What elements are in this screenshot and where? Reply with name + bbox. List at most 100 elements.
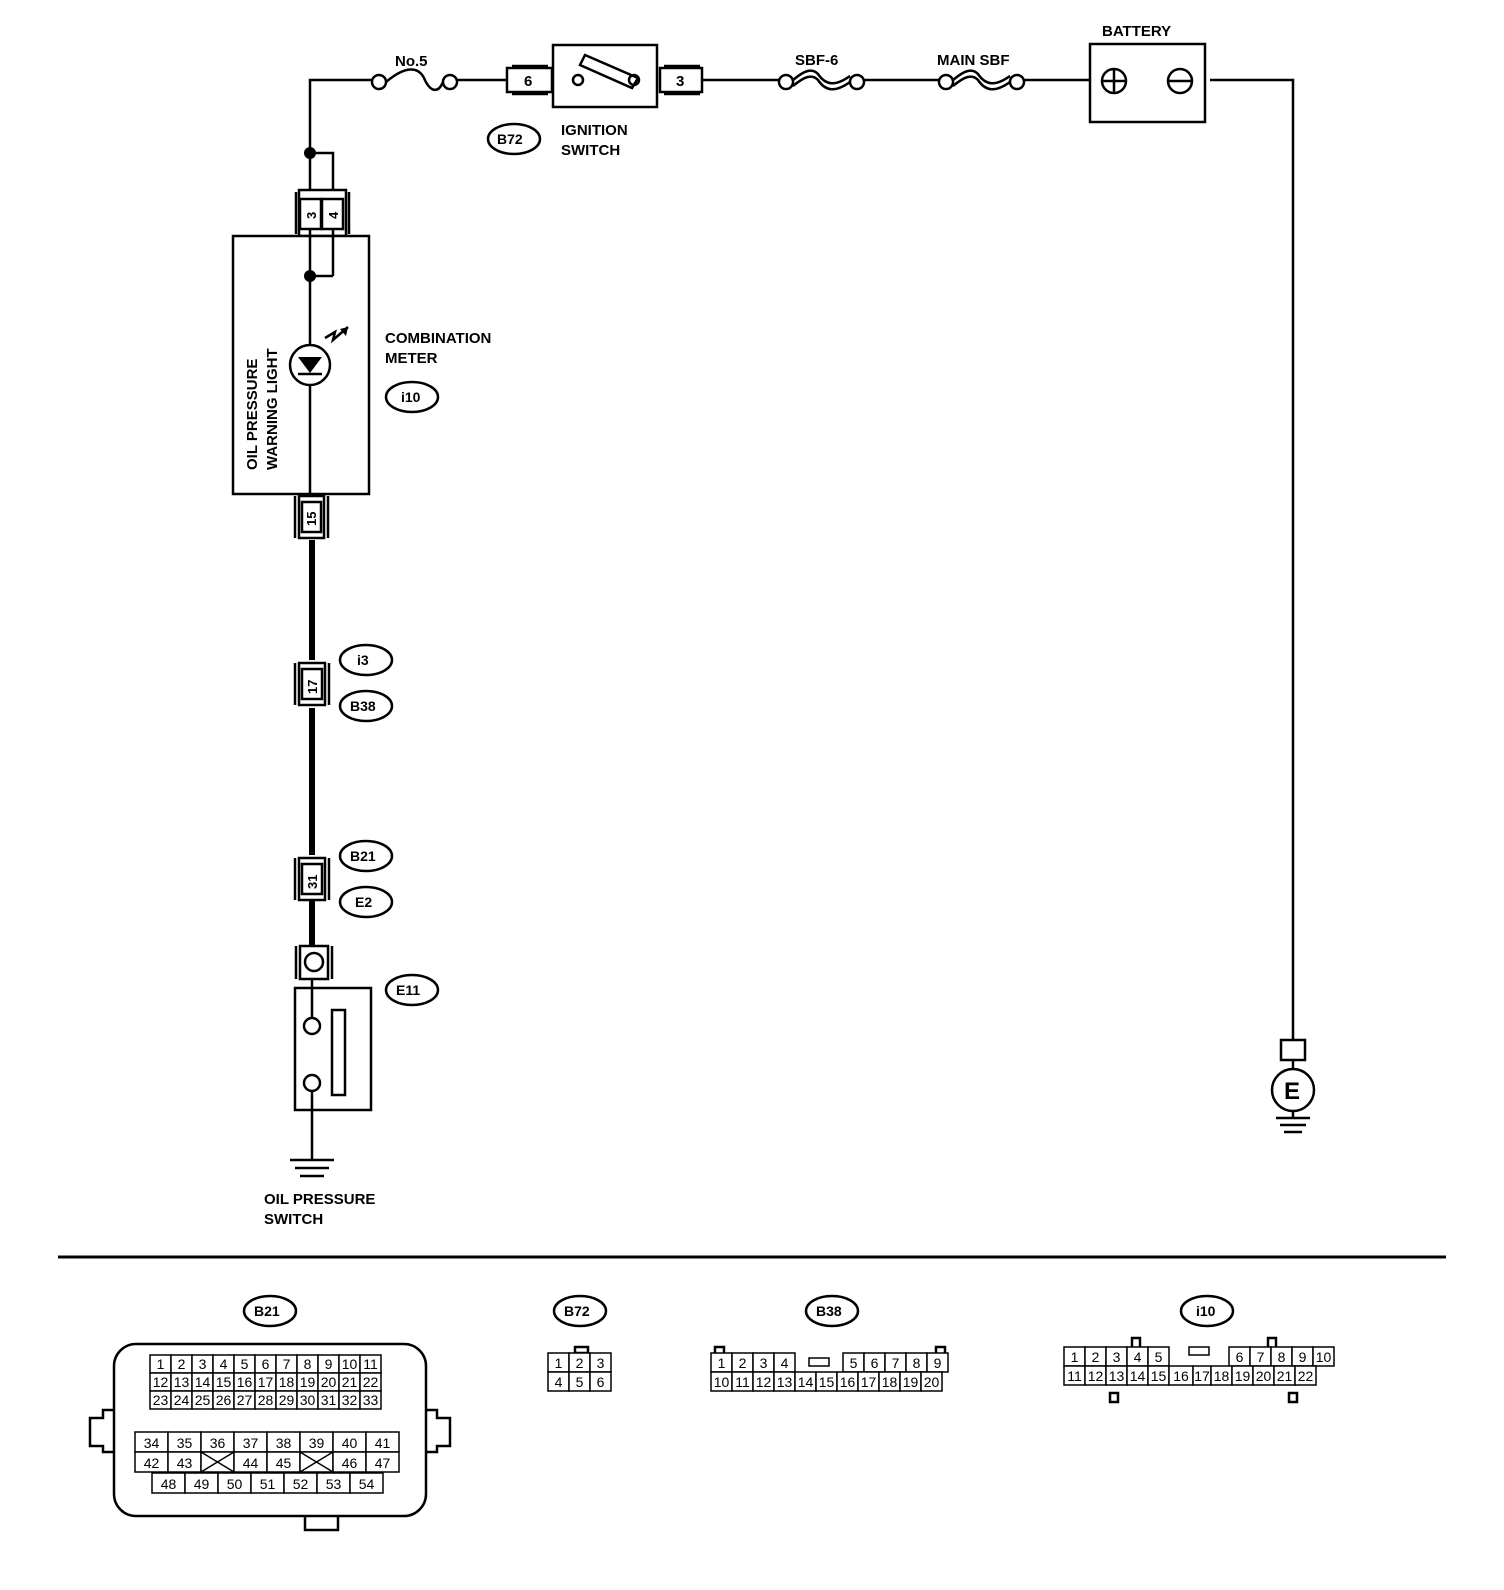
pin-number: 51	[260, 1476, 276, 1492]
pin-cell: 8	[905, 1352, 928, 1373]
meter-pin-b: 4	[326, 211, 341, 219]
b21-e2-pin: 31	[305, 875, 320, 889]
pin-cell: 9	[926, 1352, 949, 1373]
pin-cell: 36	[200, 1431, 235, 1453]
pin-cell: 11	[1063, 1365, 1086, 1386]
pin-cell: 14	[191, 1372, 214, 1392]
pin-cell: 2	[568, 1352, 591, 1373]
pin-number: 1	[157, 1356, 165, 1372]
pin-number: 1	[555, 1355, 563, 1371]
pin-number: 23	[153, 1392, 169, 1408]
pin-cell: 12	[149, 1372, 172, 1392]
fuse-main-sbf: MAIN SBF	[937, 52, 1026, 91]
pin-number: 3	[1113, 1349, 1121, 1365]
pin-cell: 22	[1294, 1365, 1317, 1386]
pin-cell: 7	[275, 1354, 298, 1374]
pin-number: 16	[1173, 1368, 1189, 1384]
pin-cell: 21	[1273, 1365, 1296, 1386]
pin-cell: 29	[275, 1390, 298, 1410]
pin-number: 2	[739, 1355, 747, 1371]
pin-cell: 24	[170, 1390, 193, 1410]
i3-b38-pin: 17	[305, 680, 320, 694]
pin-number: 54	[359, 1476, 375, 1492]
pin-number: 3	[597, 1355, 605, 1371]
pin-number: 50	[227, 1476, 243, 1492]
pin-cell: 17	[1192, 1365, 1212, 1386]
pin-cell: 4	[212, 1354, 235, 1374]
pin-number: 8	[913, 1355, 921, 1371]
pin-number: 17	[861, 1374, 877, 1390]
pin-number: 44	[243, 1455, 259, 1471]
pin-cell: 35	[167, 1431, 202, 1453]
pin-number: 4	[220, 1356, 228, 1372]
pin-number: 43	[177, 1455, 193, 1471]
pin-number: 2	[178, 1356, 186, 1372]
pin-number: 14	[195, 1374, 211, 1390]
pin-number: 35	[177, 1435, 193, 1451]
pin-number: 1	[718, 1355, 726, 1371]
pin-cell: 44	[233, 1451, 268, 1473]
ign-pin-out: 3	[676, 73, 684, 90]
pin-number: 13	[174, 1374, 190, 1390]
pin-cell: 49	[184, 1472, 219, 1494]
connector-i3-b38: 17 i3 B38	[293, 643, 394, 723]
pin-cell: 6	[254, 1354, 277, 1374]
pin-cell: 51	[250, 1472, 285, 1494]
fuse-no5-label: No.5	[395, 53, 428, 70]
pin-cell: 16	[836, 1371, 859, 1392]
pin-cell: 19	[1231, 1365, 1254, 1386]
pin-number: 25	[195, 1392, 211, 1408]
pin-number: 12	[756, 1374, 772, 1390]
tag-i3: i3	[357, 652, 369, 668]
pin-cell: 10	[710, 1371, 733, 1392]
warning-light-label-2: WARNING LIGHT	[264, 348, 281, 470]
pin-number: 36	[210, 1435, 226, 1451]
pin-number: 34	[144, 1435, 160, 1451]
pin-cell: 16	[233, 1372, 256, 1392]
ground-e: E	[1270, 1038, 1316, 1134]
pin-cell: 30	[296, 1390, 319, 1410]
pin-number: 16	[840, 1374, 856, 1390]
pin-cell: 17	[857, 1371, 880, 1392]
pin-number: 10	[342, 1356, 358, 1372]
pin-cell: 26	[212, 1390, 235, 1410]
pin-cell: 20	[1252, 1365, 1275, 1386]
pin-cell: 16	[1168, 1365, 1194, 1386]
warning-light-label-1: OIL PRESSURE	[244, 359, 261, 470]
pin-cell: 5	[568, 1371, 591, 1392]
pin-cell	[1188, 1346, 1210, 1356]
pin-number: 11	[363, 1356, 378, 1372]
pin-number: 9	[325, 1356, 333, 1372]
main-sbf-label: MAIN SBF	[937, 52, 1010, 69]
pin-cell: 6	[863, 1352, 886, 1373]
pin-cell: 40	[332, 1431, 367, 1453]
pin-cell: 14	[794, 1371, 817, 1392]
tag-b21: B21	[350, 848, 376, 864]
pin-cell: 4	[773, 1352, 796, 1373]
pin-number: 4	[555, 1374, 563, 1390]
pin-cell: 23	[149, 1390, 172, 1410]
pin-number: 9	[1299, 1349, 1307, 1365]
pin-number: 12	[153, 1374, 169, 1390]
pin-number: 16	[237, 1374, 253, 1390]
pin-cell: 13	[170, 1372, 193, 1392]
pin-cell: 13	[773, 1371, 796, 1392]
pin-cell: 38	[266, 1431, 301, 1453]
view-i10-tag: i10	[1196, 1303, 1216, 1319]
ign-switch-label-1: IGNITION	[561, 122, 628, 139]
pin-number: 32	[342, 1392, 358, 1408]
pin-cell: 5	[842, 1352, 865, 1373]
pin-number: 30	[300, 1392, 316, 1408]
pin-number: 13	[777, 1374, 793, 1390]
pin-number: 15	[1151, 1368, 1167, 1384]
pin-cell: 11	[359, 1354, 382, 1374]
tag-e2: E2	[355, 894, 372, 910]
pin-number: 47	[375, 1455, 391, 1471]
pin-number: 8	[304, 1356, 312, 1372]
pin-cell: 52	[283, 1472, 318, 1494]
ground-e-label: E	[1284, 1078, 1300, 1105]
battery-label: BATTERY	[1102, 23, 1171, 40]
view-b72-tag: B72	[564, 1303, 590, 1319]
